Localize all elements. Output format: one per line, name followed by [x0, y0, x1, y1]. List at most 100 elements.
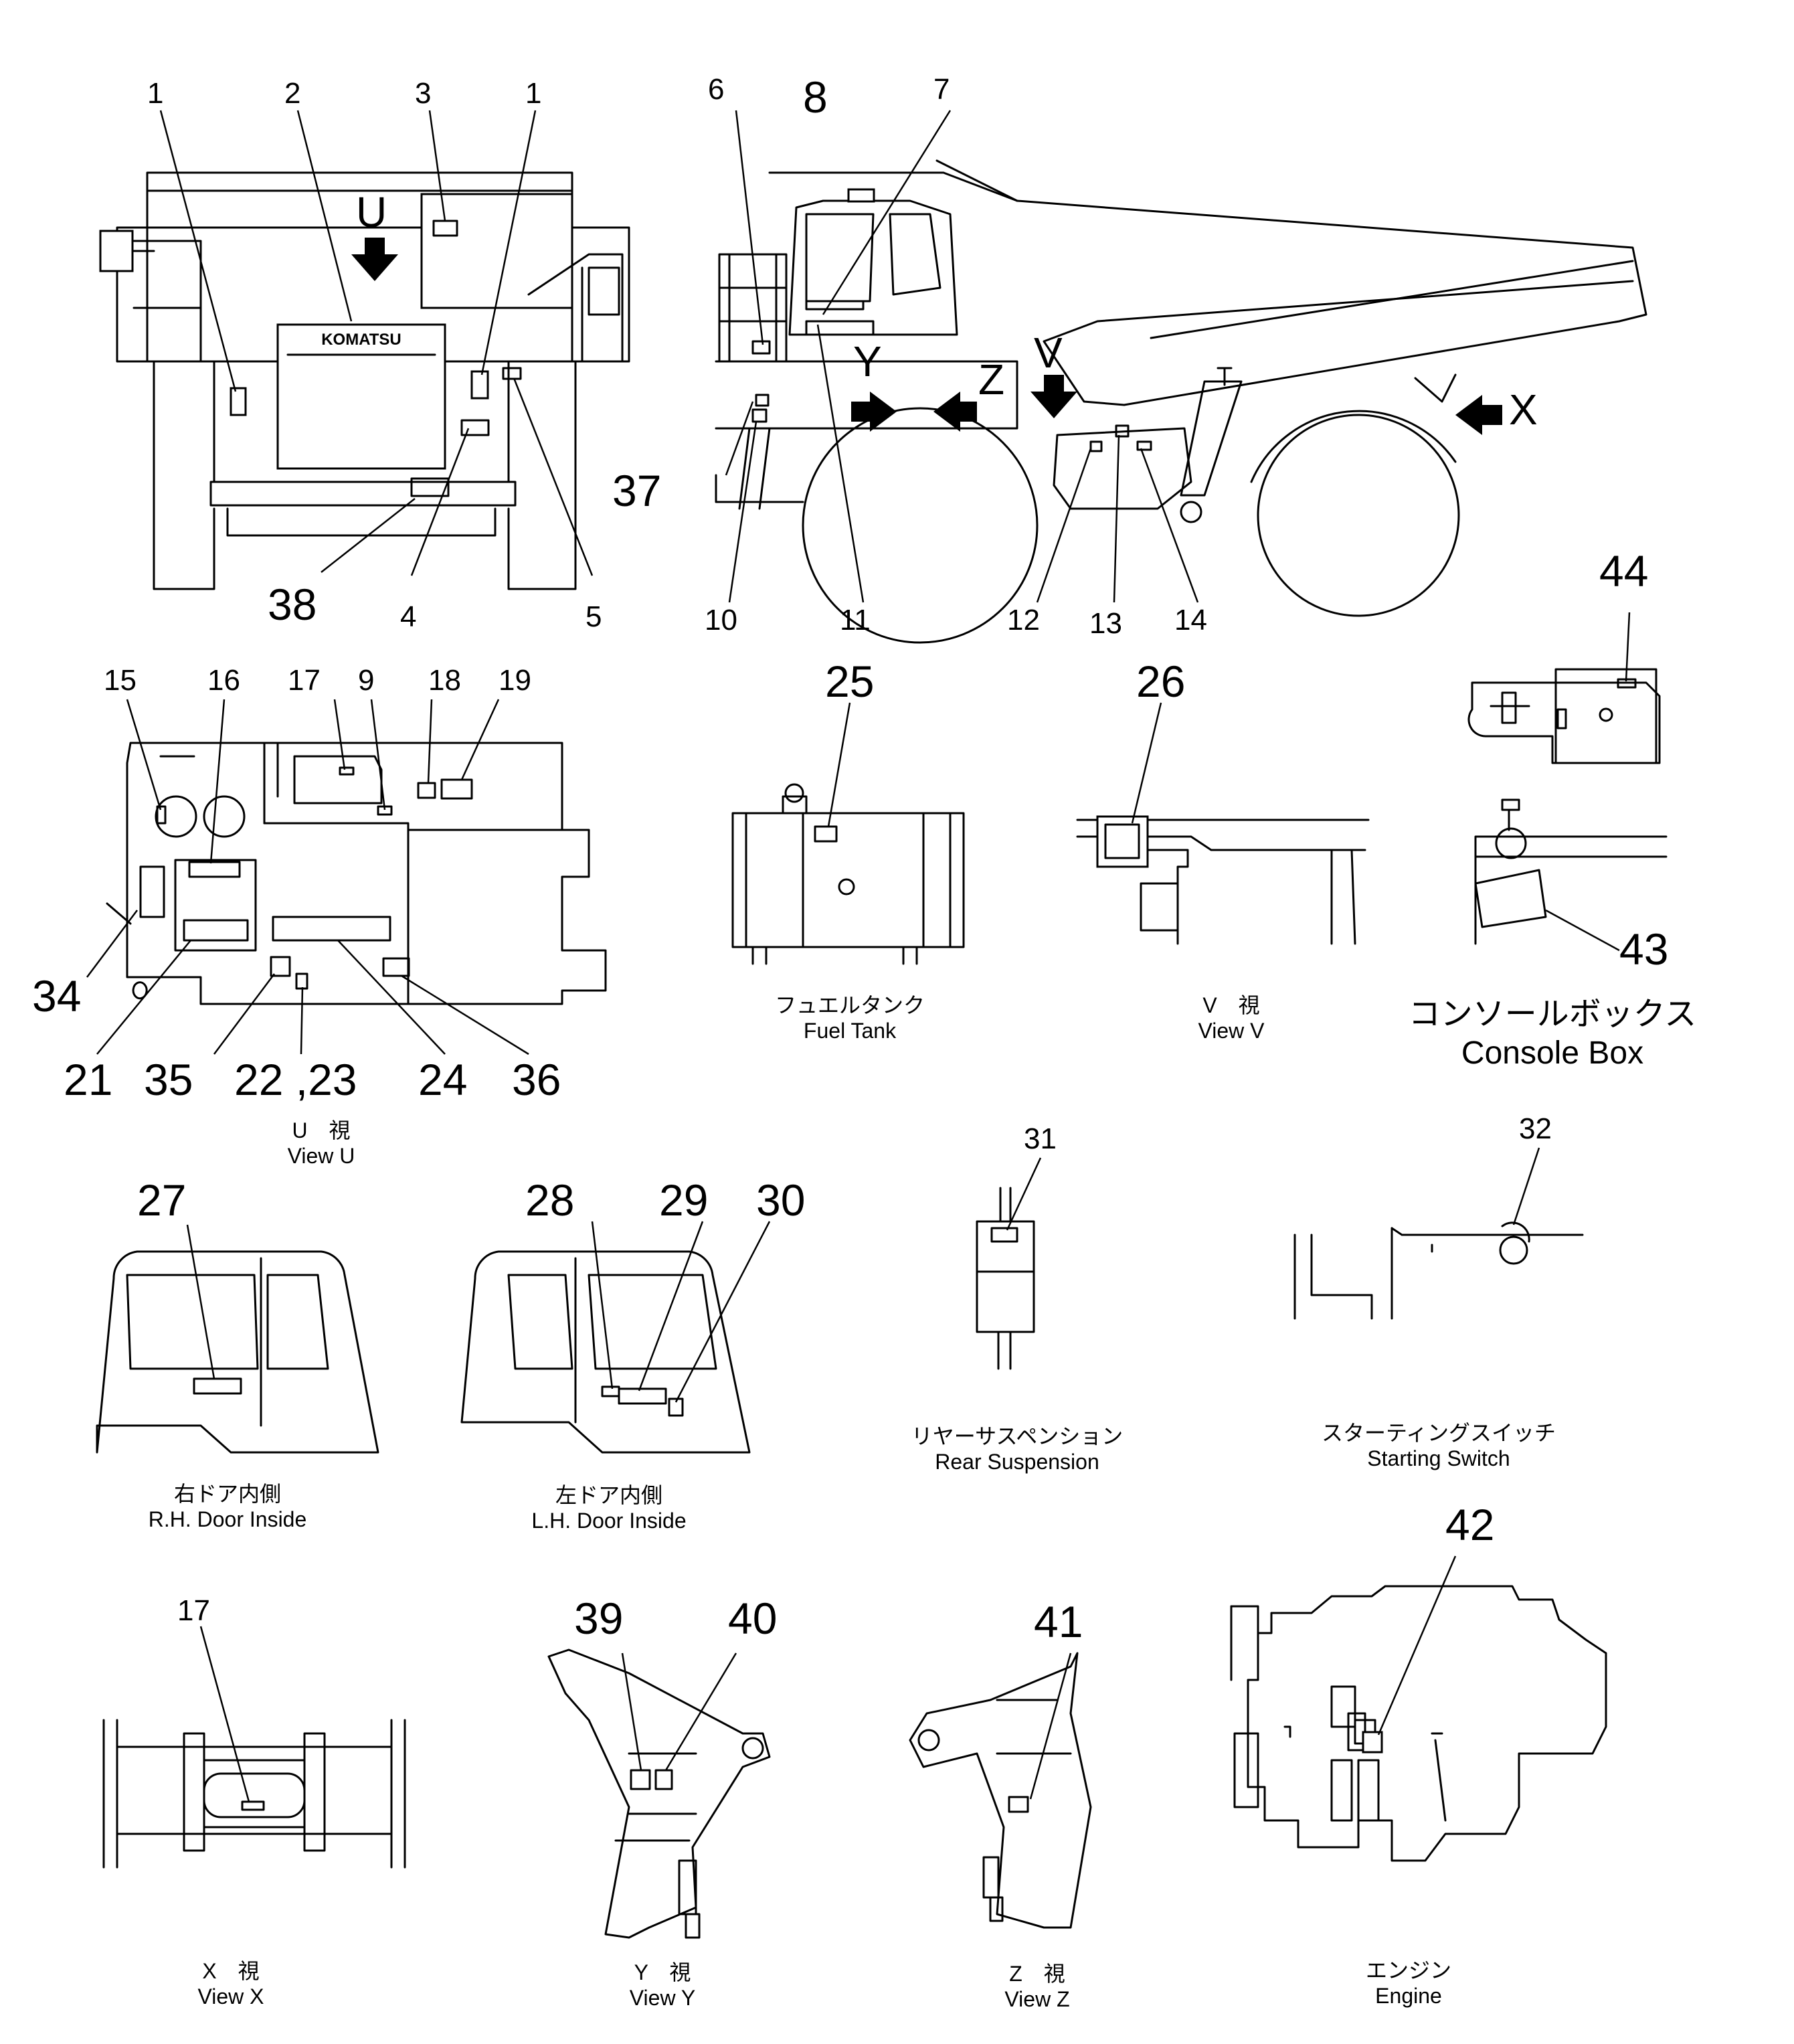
caption-view-z-ja: Z 視 [1009, 1962, 1065, 1986]
view-u-drawing [106, 742, 607, 1005]
caption-starting-switch: スターティングスイッチ Starting Switch [1318, 1420, 1559, 1472]
komatsu-logo: KOMATSU [321, 331, 401, 349]
caption-fuel-tank: フュエルタンク Fuel Tank [759, 993, 940, 1044]
callout-14: 14 [1174, 604, 1207, 636]
view-y-drawing [547, 1648, 771, 1939]
callout-1-left: 1 [147, 77, 164, 110]
callout-8: 8 [803, 72, 828, 122]
callout-29: 29 [659, 1175, 709, 1225]
caption-view-z: Z 視 View Z [984, 1961, 1091, 2013]
callout-5: 5 [586, 600, 602, 633]
starting-switch-drawing [1293, 1147, 1584, 1320]
callout-38: 38 [268, 580, 317, 629]
callout-43: 43 [1619, 924, 1669, 974]
view-letter-z: Z [978, 355, 1005, 404]
callout-40: 40 [728, 1594, 778, 1643]
callout-44: 44 [1599, 546, 1649, 596]
console-box-drawing [1467, 612, 1668, 952]
view-letter-x: X [1509, 386, 1538, 434]
caption-starting-switch-ja: スターティングスイッチ [1321, 1421, 1556, 1445]
lh-door-drawing [460, 1221, 771, 1454]
caption-fuel-tank-en: Fuel Tank [803, 1019, 897, 1043]
callout-28: 28 [525, 1175, 575, 1225]
callout-39: 39 [574, 1594, 624, 1643]
callout-10: 10 [705, 604, 737, 636]
callout-31: 31 [1024, 1122, 1057, 1155]
caption-engine: エンジン Engine [1352, 1958, 1465, 2009]
caption-starting-switch-en: Starting Switch [1367, 1446, 1510, 1471]
caption-view-u-en: View U [287, 1144, 355, 1169]
callout-22-23: 22 ,23 [234, 1055, 357, 1104]
caption-view-y-ja: Y 視 [634, 1960, 691, 1984]
caption-view-v-en: View V [1198, 1019, 1265, 1043]
caption-rear-suspension-ja: リヤーサスペンション [911, 1424, 1124, 1448]
caption-rh-door: 右ドア内側 R.H. Door Inside [120, 1481, 335, 1533]
leader-lines-view-u [86, 699, 529, 1055]
caption-rear-suspension: リヤーサスペンション Rear Suspension [897, 1424, 1138, 1475]
view-v-drawing [1076, 702, 1370, 945]
caption-view-y: Y 視 View Y [609, 1960, 716, 2011]
callout-18: 18 [428, 664, 461, 697]
view-x-drawing [102, 1626, 406, 1869]
caption-view-u: U 視 View U [264, 1118, 378, 1169]
caption-view-x-en: View X [197, 1984, 264, 2009]
callout-19: 19 [499, 664, 531, 697]
callout-36: 36 [512, 1055, 561, 1104]
caption-view-v-ja: V 視 [1202, 993, 1260, 1017]
caption-console-box-en: Console Box [1461, 1035, 1644, 1071]
callout-2: 2 [284, 77, 301, 110]
view-arrows [351, 238, 1502, 435]
caption-console-box-ja: コンソールボックス [1408, 997, 1697, 1032]
callout-34: 34 [32, 971, 82, 1021]
leader-lines-top [159, 110, 1199, 603]
caption-view-y-en: View Y [629, 1986, 696, 2011]
callout-9: 9 [358, 664, 375, 697]
callout-21: 21 [64, 1055, 113, 1104]
view-letter-y: Y [853, 337, 882, 386]
callout-37: 37 [612, 466, 662, 515]
callout-12: 12 [1007, 604, 1040, 636]
caption-view-x-ja: X 視 [202, 1959, 260, 1983]
caption-fuel-tank-ja: フュエルタンク [774, 993, 925, 1017]
callout-16: 16 [207, 664, 240, 697]
engine-drawing [1230, 1555, 1607, 1862]
callout-32: 32 [1519, 1112, 1552, 1145]
callout-13: 13 [1089, 607, 1122, 640]
rear-suspension-drawing [976, 1157, 1042, 1370]
callout-25: 25 [825, 657, 875, 706]
callout-30: 30 [756, 1175, 806, 1225]
caption-rh-door-ja: 右ドア内側 [173, 1482, 281, 1506]
callout-15: 15 [104, 664, 137, 697]
callout-35: 35 [144, 1055, 193, 1104]
callout-26: 26 [1136, 657, 1186, 706]
caption-view-u-ja: U 視 [292, 1118, 351, 1142]
caption-lh-door-ja: 左ドア内側 [555, 1483, 662, 1507]
callout-3: 3 [415, 77, 432, 110]
view-letter-v: V [1034, 329, 1063, 377]
truck-front-view: KOMATSU [99, 171, 630, 590]
callout-11: 11 [840, 604, 871, 636]
callout-41: 41 [1034, 1597, 1083, 1646]
caption-view-v: V 視 View V [1178, 993, 1285, 1044]
callout-24: 24 [418, 1055, 468, 1104]
caption-lh-door: 左ドア内側 L.H. Door Inside [502, 1482, 716, 1534]
caption-engine-ja: エンジン [1365, 1958, 1451, 1982]
view-letter-u: U [356, 188, 387, 236]
rh-door-drawing [96, 1224, 379, 1454]
callout-42: 42 [1445, 1500, 1495, 1549]
caption-lh-door-en: L.H. Door Inside [531, 1509, 687, 1533]
callout-7: 7 [933, 73, 950, 106]
caption-engine-en: Engine [1375, 1984, 1442, 2009]
fuel-tank-drawing [731, 702, 965, 965]
callout-27: 27 [137, 1175, 187, 1225]
caption-console-box: コンソールボックス Console Box [1392, 995, 1713, 1072]
caption-view-x: X 視 View X [177, 1958, 284, 2010]
callout-17: 17 [288, 664, 321, 697]
callout-4: 4 [400, 600, 417, 633]
callout-1-right: 1 [525, 77, 542, 110]
view-z-drawing [909, 1652, 1092, 1929]
truck-side-view [715, 159, 1647, 644]
callout-17-view-x: 17 [177, 1594, 210, 1627]
callout-6: 6 [708, 73, 725, 106]
